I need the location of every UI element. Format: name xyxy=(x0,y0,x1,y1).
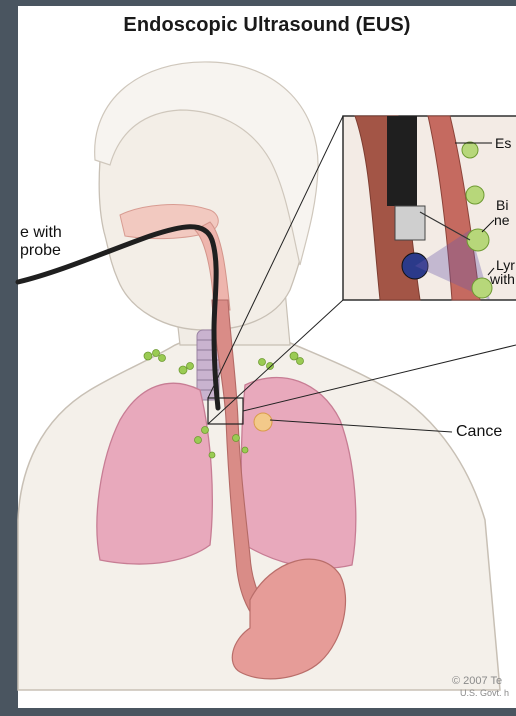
inset-label-es: Es xyxy=(495,136,511,151)
inset-label-bi-line2: ne xyxy=(494,213,510,228)
probe-label-line1: e with xyxy=(20,224,62,242)
copyright-line1: © 2007 Te xyxy=(452,676,502,687)
probe-label-line2: probe xyxy=(20,242,61,260)
inset-endoscope xyxy=(387,116,417,206)
inset-label-bi-line1: Bi xyxy=(496,198,508,213)
inset-endoscope-tip xyxy=(395,206,425,240)
cancer-label: Cance xyxy=(456,423,502,441)
copyright-line2: U.S. Govt. h xyxy=(460,688,509,699)
tumor xyxy=(254,413,272,431)
inset-label-ly-line2: with xyxy=(490,272,515,287)
